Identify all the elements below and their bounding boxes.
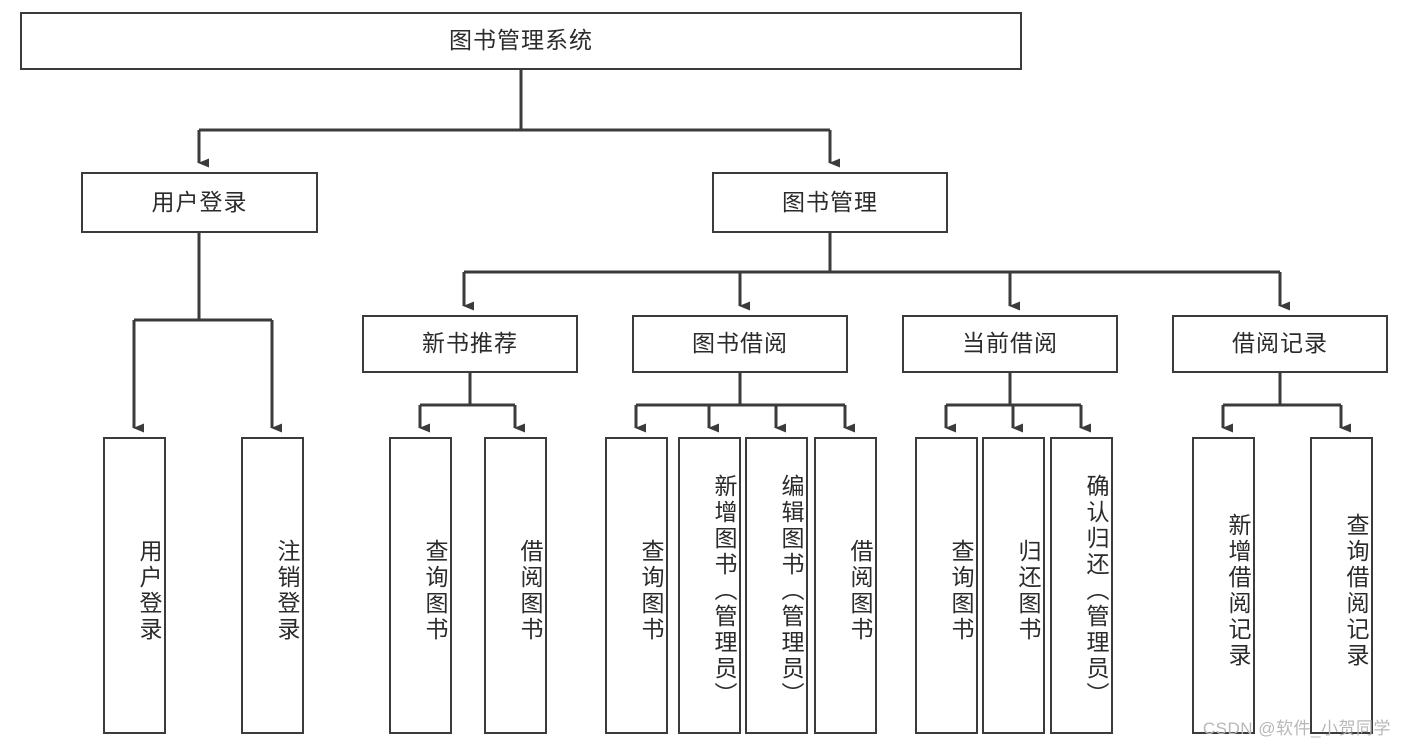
node-leaf-user-login[interactable]: 用户登录: [103, 437, 166, 734]
node-root-system[interactable]: 图书管理系统: [20, 12, 1022, 70]
node-leaf-borrow-book-2[interactable]: 借阅图书: [814, 437, 877, 734]
node-label: 用户登录: [151, 188, 248, 215]
node-label: 查询图书: [422, 538, 448, 643]
node-label: 图书管理: [782, 188, 878, 215]
node-leaf-query-book-1[interactable]: 查询图书: [389, 437, 452, 734]
node-leaf-add-book[interactable]: 新增图书（管理员）: [678, 437, 741, 734]
node-new-book-recommend[interactable]: 新书推荐: [362, 315, 578, 373]
edges-new-book-recommend-to-leaves: [418, 373, 525, 433]
edges-borrow-record-to-leaves: [1221, 373, 1351, 433]
node-leaf-return-book[interactable]: 归还图书: [982, 437, 1045, 734]
node-label: 查询图书: [948, 538, 974, 643]
node-leaf-query-book-2[interactable]: 查询图书: [605, 437, 668, 734]
node-leaf-add-record[interactable]: 新增借阅记录: [1192, 437, 1255, 734]
node-borrow-record[interactable]: 借阅记录: [1172, 315, 1388, 373]
node-label: 借阅图书: [847, 538, 873, 643]
node-label: 新增图书（管理员）: [711, 473, 737, 708]
node-label: 注销登录: [274, 538, 300, 643]
edges-book-management-to-level2: [462, 233, 1290, 311]
node-label: 借阅记录: [1232, 330, 1328, 357]
node-book-management[interactable]: 图书管理: [712, 172, 948, 233]
node-label: 确认归还（管理员）: [1083, 473, 1109, 708]
node-book-borrow[interactable]: 图书借阅: [632, 315, 848, 373]
node-leaf-logout-login[interactable]: 注销登录: [241, 437, 304, 734]
node-leaf-borrow-book-1[interactable]: 借阅图书: [484, 437, 547, 734]
edges-current-borrow-to-leaves: [944, 373, 1091, 433]
node-label: 新书推荐: [422, 330, 518, 357]
node-current-borrow[interactable]: 当前借阅: [902, 315, 1118, 373]
node-leaf-edit-book[interactable]: 编辑图书（管理员）: [745, 437, 808, 734]
node-label: 编辑图书（管理员）: [778, 473, 804, 708]
node-user-login[interactable]: 用户登录: [81, 172, 318, 233]
node-leaf-confirm-return[interactable]: 确认归还（管理员）: [1050, 437, 1113, 734]
node-label: 查询图书: [638, 538, 664, 643]
node-label: 查询借阅记录: [1343, 512, 1369, 669]
node-label: 新增借阅记录: [1225, 512, 1251, 669]
node-label: 借阅图书: [517, 538, 543, 643]
node-label: 图书管理系统: [449, 27, 593, 54]
node-label: 用户登录: [136, 538, 162, 643]
edges-book-borrow-to-leaves: [634, 373, 855, 433]
edges-root-to-level1: [197, 70, 840, 168]
edges-user-login-to-leaves: [132, 233, 282, 433]
node-leaf-query-record[interactable]: 查询借阅记录: [1310, 437, 1373, 734]
node-label: 图书借阅: [692, 330, 788, 357]
node-leaf-query-book-3[interactable]: 查询图书: [915, 437, 978, 734]
node-label: 当前借阅: [962, 330, 1058, 357]
node-label: 归还图书: [1015, 538, 1041, 643]
